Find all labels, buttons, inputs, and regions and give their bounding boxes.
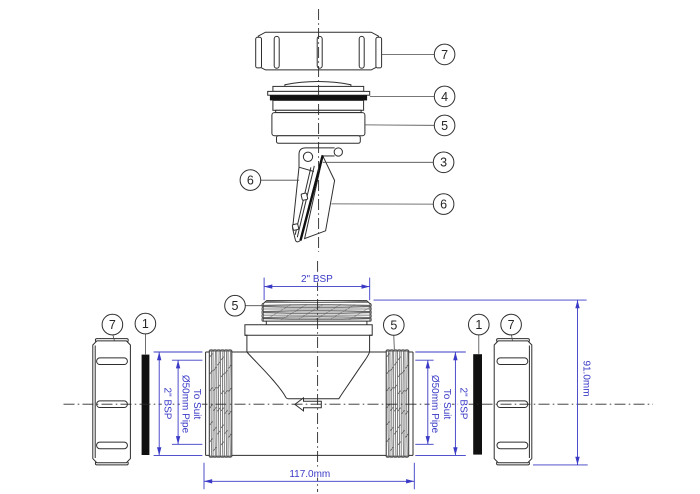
flap-back-plate xyxy=(303,154,336,240)
assembly-right-thread xyxy=(385,349,410,458)
balloon-label: 5 xyxy=(390,318,397,332)
assembly-left-washer xyxy=(141,354,150,455)
dimension-text-mask xyxy=(161,387,173,420)
dimension-label-left-thread: 2" BSP xyxy=(161,388,172,420)
dimension-label-left-pipe-1: To Suit xyxy=(191,389,202,420)
callout-flap-left: 6 xyxy=(239,169,300,191)
balloon-label: 6 xyxy=(247,174,254,188)
callout-flap-right: 6 xyxy=(331,193,455,215)
assembly-top-boss xyxy=(244,321,373,353)
right-thread-hatch xyxy=(385,349,410,458)
flap-hinge-bracket xyxy=(298,147,335,168)
assembly-left-nut xyxy=(92,338,131,466)
right-nut-slot xyxy=(496,441,529,450)
assembly-top-thread xyxy=(261,300,372,322)
balloon-label: 3 xyxy=(440,156,447,170)
cap-nut-slot xyxy=(316,35,323,69)
assembly-funnel xyxy=(246,351,371,400)
dimension-label-top-thread: 2" BSP xyxy=(301,274,333,285)
balloon-label: 4 xyxy=(441,90,448,104)
assembly-left-thread xyxy=(208,349,233,458)
dimension-text-mask xyxy=(287,466,333,478)
left-nut-slot xyxy=(96,441,128,450)
dimension-text-mask xyxy=(301,271,332,283)
flap-hinge-pin xyxy=(333,147,343,157)
flap-hinge-hole xyxy=(302,151,314,162)
balloon-label: 6 xyxy=(440,198,447,212)
balloon-label: 5 xyxy=(441,119,448,133)
flap-tab xyxy=(291,223,300,231)
callout-washer: 4 xyxy=(369,85,456,108)
balloon-label: 5 xyxy=(232,299,239,313)
dimension-right-thread: 2" BSP xyxy=(415,351,469,456)
callout-right-washer: 1 xyxy=(468,313,490,354)
cap-nut-slot xyxy=(273,35,280,69)
exploded-view xyxy=(255,31,383,243)
flap-tab xyxy=(300,192,309,201)
callout-cap-nut: 7 xyxy=(381,43,456,66)
dimension-left-pipe: To Suit Ø50mm Pipe xyxy=(171,359,203,445)
dimension-label-right-pipe-1: To Suit xyxy=(441,389,452,420)
cap-nut-left-ring xyxy=(255,36,262,69)
left-nut-slot xyxy=(96,357,128,365)
dimension-label-overall-height: 91.0mm xyxy=(581,360,592,396)
callout-right-nut: 7 xyxy=(500,313,522,341)
callout-pin: 3 xyxy=(322,151,455,174)
dimension-label-right-pipe-2: Ø50mm Pipe xyxy=(429,375,440,434)
balloon-label: 1 xyxy=(475,318,482,332)
assembly-view xyxy=(92,300,533,466)
callouts: 7 4 5 3 6 6 5 xyxy=(101,43,522,355)
dimension-label-right-thread: 2" BSP xyxy=(458,388,469,420)
exploded-flap-assembly xyxy=(291,147,343,243)
callout-top-thread: 5 xyxy=(224,294,263,317)
balloon-label: 7 xyxy=(441,48,448,62)
dimension-label-overall-width: 117.0mm xyxy=(289,469,330,480)
dimension-text-mask xyxy=(441,386,452,422)
dimension-label-left-pipe-2: Ø50mm Pipe xyxy=(179,375,190,434)
balloon-label: 7 xyxy=(109,318,116,332)
callout-insert: 5 xyxy=(365,114,456,137)
dimension-overall-height: 91.0mm xyxy=(373,299,592,466)
cap-nut-slot xyxy=(358,35,365,69)
dimension-overall-width: 117.0mm xyxy=(203,462,415,490)
dimension-left-thread: 2" BSP xyxy=(153,351,203,456)
assembly-right-nut xyxy=(493,338,533,466)
dimension-text-mask xyxy=(458,387,469,420)
cap-nut-right-ring xyxy=(375,36,383,69)
right-nut-slot xyxy=(496,357,529,365)
callout-right-thread: 5 xyxy=(383,314,405,350)
callout-left-washer: 1 xyxy=(134,312,157,355)
callout-left-nut: 7 xyxy=(101,313,124,341)
dimension-text-mask xyxy=(429,376,441,432)
balloon-label: 1 xyxy=(142,317,149,331)
dimension-top-thread: 2" BSP xyxy=(263,271,371,301)
washer-seal-band xyxy=(269,95,368,101)
dimensions: 2" BSP 117.0mm 91.0mm xyxy=(153,271,592,490)
dimension-right-pipe: To Suit Ø50mm Pipe xyxy=(415,359,452,445)
dimension-text-mask xyxy=(191,386,202,422)
dimension-text-mask xyxy=(179,376,191,432)
left-thread-hatch xyxy=(208,349,233,458)
top-thread-hatch xyxy=(261,301,372,322)
centerlines xyxy=(63,9,653,492)
balloon-label: 7 xyxy=(508,318,515,332)
dimension-text-mask xyxy=(580,359,592,398)
